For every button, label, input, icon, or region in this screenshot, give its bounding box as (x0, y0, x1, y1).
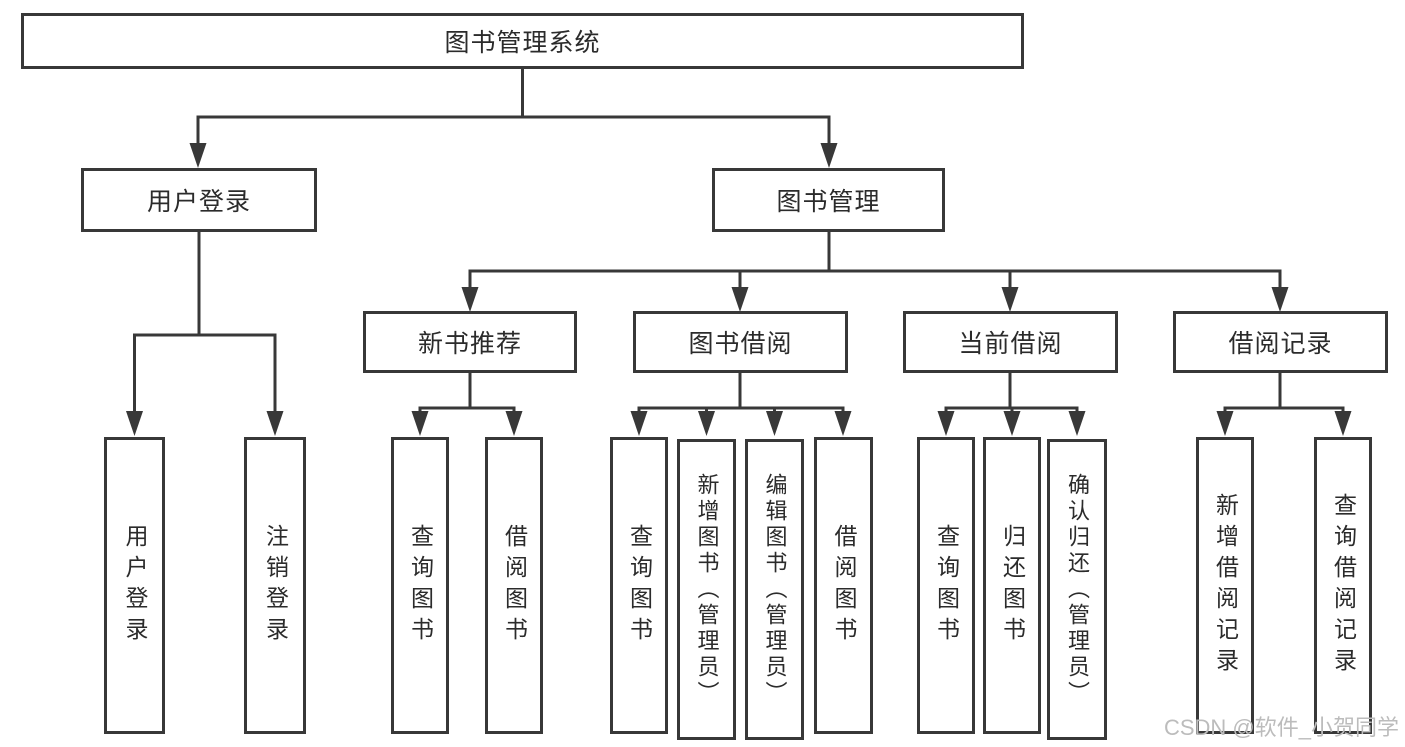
node-label: 查询图书 (407, 523, 434, 648)
node-borrowing-query-books: 查询图书 (610, 437, 668, 734)
node-return-books: 归还图书 (983, 437, 1041, 734)
node-recommend-borrow-books: 借阅图书 (485, 437, 543, 734)
node-label: 借阅图书 (501, 523, 528, 648)
node-label: 查询借阅记录 (1330, 492, 1357, 679)
node-add-books-admin: 新增图书（管理员） (677, 439, 736, 740)
node-edit-books-admin: 编辑图书（管理员） (745, 439, 804, 740)
node-current-query-books: 查询图书 (917, 437, 975, 734)
node-current-borrowing: 当前借阅 (903, 311, 1118, 373)
node-user-login: 用户登录 (81, 168, 317, 232)
node-label: 注销登录 (262, 523, 289, 648)
node-new-book-recommend: 新书推荐 (363, 311, 577, 373)
node-library-management-system: 图书管理系统 (21, 13, 1024, 69)
node-borrowing-records: 借阅记录 (1173, 311, 1388, 373)
node-label: 新增借阅记录 (1212, 492, 1239, 679)
arrowheads (126, 143, 1352, 436)
node-borrowing-borrow-books: 借阅图书 (814, 437, 873, 734)
node-query-borrow-record: 查询借阅记录 (1314, 437, 1372, 734)
node-label: 确认归还（管理员） (1065, 472, 1090, 707)
node-label: 新增图书（管理员） (694, 472, 720, 707)
node-logout: 注销登录 (244, 437, 306, 734)
node-book-borrowing: 图书借阅 (633, 311, 848, 373)
node-label: 查询图书 (626, 523, 653, 648)
node-user-login-leaf: 用户登录 (104, 437, 165, 734)
node-confirm-return-admin: 确认归还（管理员） (1047, 439, 1107, 740)
node-book-management: 图书管理 (712, 168, 945, 232)
node-label: 借阅图书 (831, 523, 857, 648)
node-label: 查询图书 (933, 523, 960, 648)
node-label: 用户登录 (122, 523, 148, 648)
node-add-borrow-record: 新增借阅记录 (1196, 437, 1254, 734)
node-label: 归还图书 (999, 523, 1026, 648)
node-label: 编辑图书（管理员） (762, 472, 788, 707)
node-recommend-query-books: 查询图书 (391, 437, 449, 734)
